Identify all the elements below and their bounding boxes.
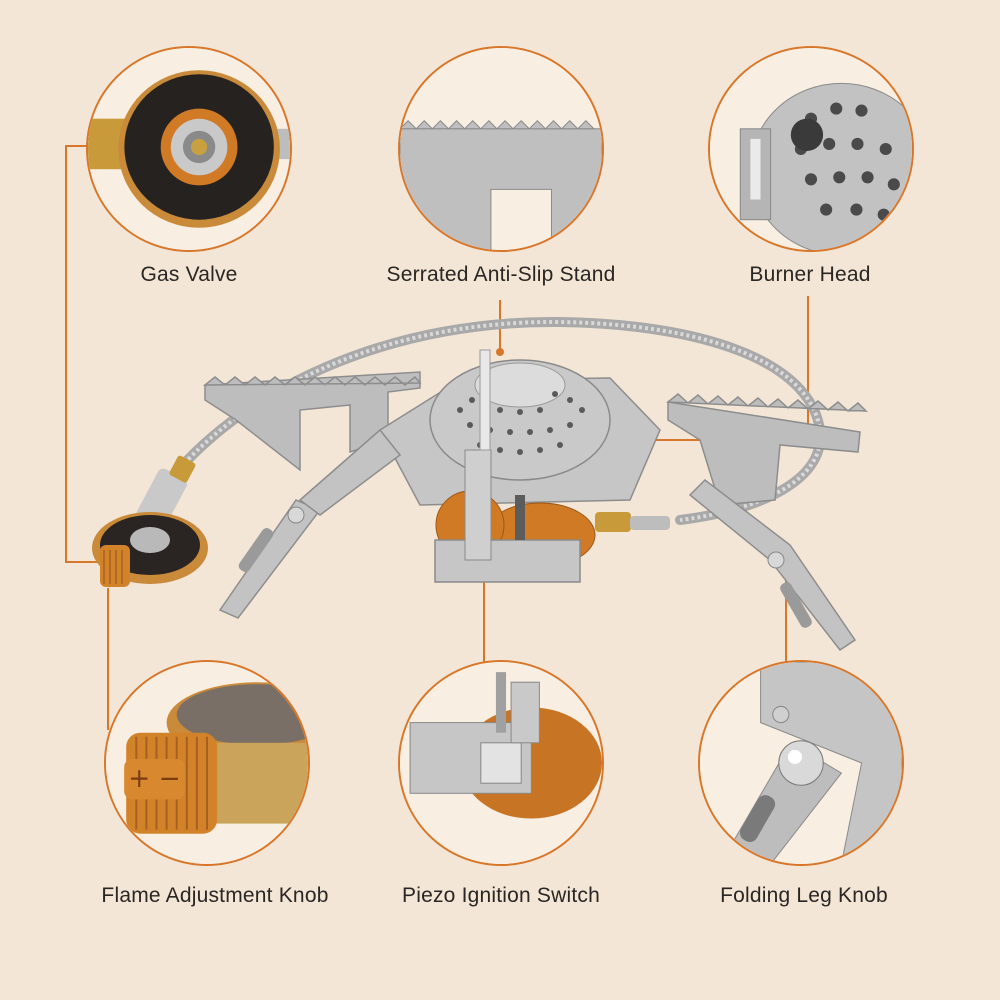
right-pot-support	[665, 393, 868, 506]
flame-knob-closeup: + −	[106, 662, 308, 864]
piezo-callout	[398, 660, 604, 866]
anti-slip-stand-label: Serrated Anti-Slip Stand	[386, 263, 616, 286]
piezo-bracket	[434, 539, 581, 583]
piezo-closeup	[400, 662, 602, 864]
folding-leg-closeup	[700, 662, 902, 864]
folding-leg-knob-label: Folding Leg Knob	[720, 884, 888, 907]
burner-closeup	[710, 48, 912, 250]
gas-valve-closeup	[88, 48, 290, 250]
gas-valve-callout	[86, 46, 292, 252]
stand-closeup	[400, 48, 602, 250]
flame-knob-callout: + −	[104, 660, 310, 866]
anti-slip-stand-callout	[398, 46, 604, 252]
burner-head-callout	[708, 46, 914, 252]
piezo-switch-label: Piezo Ignition Switch	[402, 884, 600, 907]
flame-knob-label: Flame Adjustment Knob	[101, 884, 329, 907]
burner-head-label: Burner Head	[749, 263, 871, 286]
leader-gas-valve	[65, 145, 112, 563]
knob-markings: + −	[128, 764, 180, 794]
folding-leg-callout	[698, 660, 904, 866]
gas-valve-label: Gas Valve	[140, 263, 238, 286]
left-leg	[218, 499, 322, 619]
